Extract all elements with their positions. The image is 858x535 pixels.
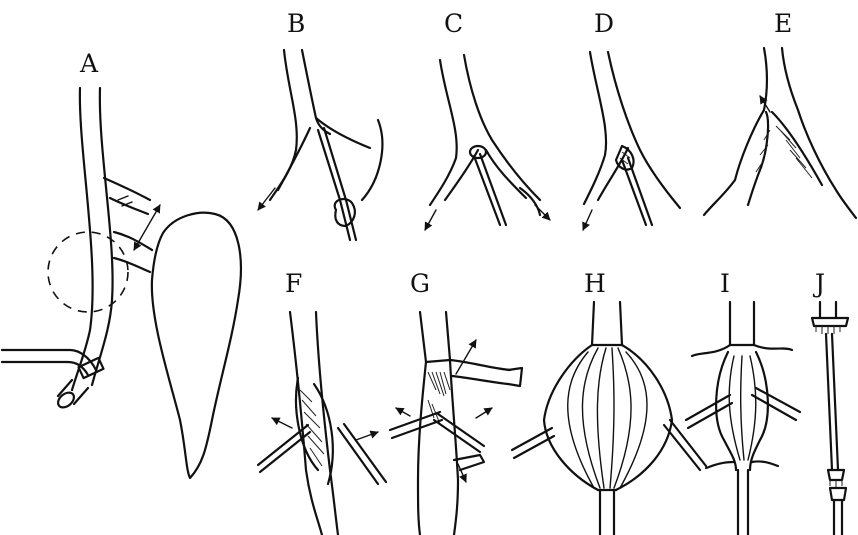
panel-label-j: J <box>812 269 825 298</box>
panel-label-e: E <box>774 9 792 38</box>
panel-g: G <box>390 269 522 535</box>
panel-label-f: F <box>285 269 302 298</box>
panel-b: B <box>258 9 382 240</box>
panel-f: F <box>258 269 386 535</box>
panel-e: E <box>704 9 856 218</box>
panel-a: A <box>2 49 241 478</box>
panel-label-g: G <box>410 269 430 298</box>
panel-label-d: D <box>594 9 614 38</box>
panel-label-i: I <box>720 269 730 298</box>
panel-label-b: B <box>287 9 305 38</box>
panel-label-c: C <box>444 9 463 38</box>
panel-d: D <box>583 9 680 230</box>
panel-c: C <box>425 9 550 230</box>
panel-i: I <box>686 269 800 535</box>
panel-h: H <box>512 269 706 535</box>
panel-label-a: A <box>79 49 99 78</box>
panel-label-h: H <box>584 269 606 298</box>
panel-j: J <box>812 269 848 535</box>
